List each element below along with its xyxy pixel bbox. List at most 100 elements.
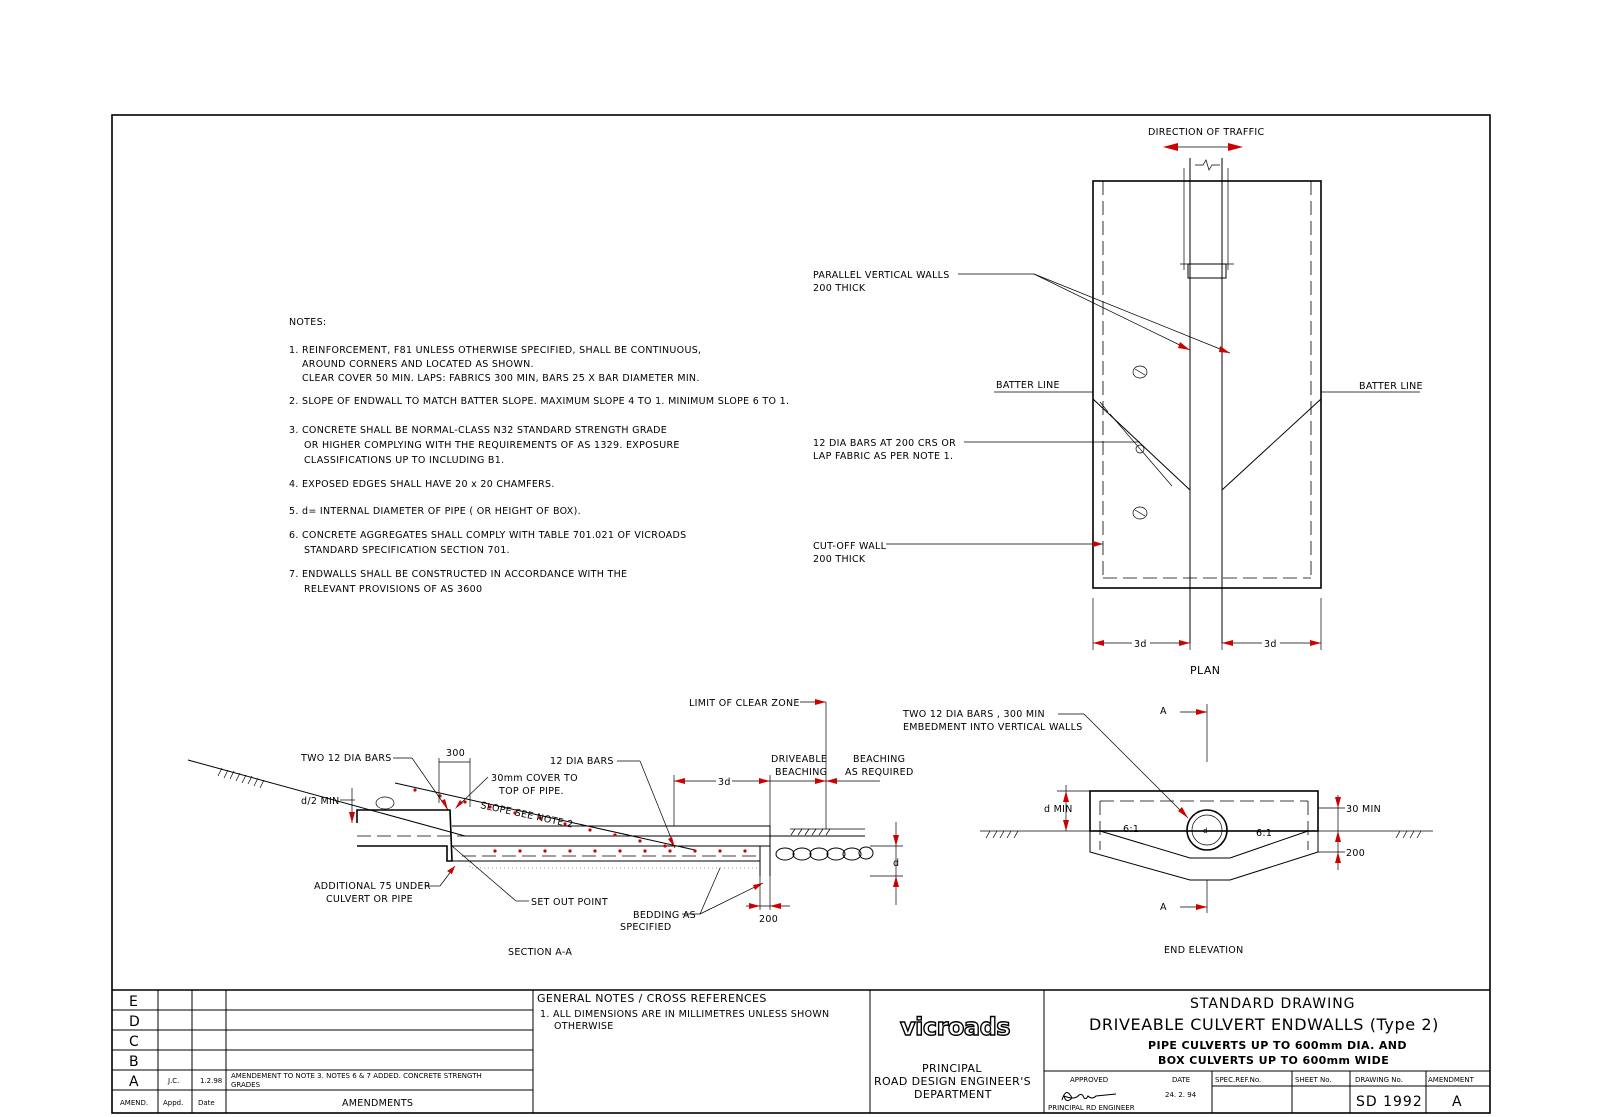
note-line: STANDARD SPECIFICATION SECTION 701. — [304, 545, 510, 556]
col-amend: AMEND. — [120, 1099, 148, 1107]
plan-dim-left: 3d — [1134, 639, 1147, 650]
note-line: 4. EXPOSED EDGES SHALL HAVE 20 x 20 CHAM… — [289, 479, 555, 490]
plan-bars-label-2: LAP FABRIC AS PER NOTE 1. — [813, 451, 953, 462]
ground-hatch — [217, 767, 265, 789]
plan-dim-right: 3d — [1264, 639, 1277, 650]
note-line: CLASSIFICATIONS UP TO INCLUDING B1. — [304, 455, 504, 466]
note-line: AROUND CORNERS AND LOCATED AS SHOWN. — [302, 359, 534, 370]
dept-label-2: ROAD DESIGN ENGINEER'S — [874, 1075, 1031, 1088]
end-bars-label: TWO 12 DIA BARS , 300 MIN — [902, 709, 1045, 720]
note-line: 3. CONCRETE SHALL BE NORMAL-CLASS N32 ST… — [289, 425, 667, 436]
cutoff-wall-thickness-label: 200 THICK — [813, 554, 866, 565]
amend-a-desc-2: GRADES — [231, 1081, 261, 1089]
plan-view: DIRECTION OF TRAFFIC — [813, 127, 1423, 677]
cutoff-wall-label: CUT-OFF WALL — [813, 541, 887, 552]
end-elevation-view: TWO 12 DIA BARS , 300 MIN EMBEDMENT INTO… — [902, 704, 1433, 956]
cover-label: 30mm COVER TO — [491, 773, 578, 784]
section-marker-a-bottom: A — [1160, 902, 1167, 913]
drawing-no-label: DRAWING No. — [1355, 1076, 1403, 1084]
two-bars-label: TWO 12 DIA BARS — [300, 753, 392, 764]
signature-image — [1061, 1092, 1117, 1102]
amend-a-desc: AMENDEMENT TO NOTE 3. NOTES 6 & 7 ADDED.… — [231, 1072, 482, 1080]
sheet-no-label: SHEET No. — [1295, 1076, 1332, 1084]
approved-label: APPROVED — [1070, 1076, 1108, 1084]
amend-a-by: J.C. — [167, 1077, 179, 1085]
arrow-left-icon — [1163, 143, 1178, 151]
set-out-point-label: SET OUT POINT — [531, 897, 608, 908]
beaching-required-label: BEACHING — [853, 754, 905, 765]
section-title: SECTION A-A — [508, 947, 572, 958]
amend-letter: E — [129, 994, 139, 1010]
col-appd: Appd. — [163, 1099, 183, 1107]
batter-line-left-label: BATTER LINE — [996, 380, 1060, 391]
bedding-layer — [469, 860, 761, 869]
pipe-circle — [1186, 809, 1228, 851]
min-30-label: 30 MIN — [1346, 804, 1381, 815]
note-line: 5. d= INTERNAL DIAMETER OF PIPE ( OR HEI… — [289, 506, 581, 517]
driveable-beaching-label: DRIVEABLE — [771, 754, 827, 765]
plan-bars-label: 12 DIA BARS AT 200 CRS OR — [813, 438, 956, 449]
cover-label-2: TOP OF PIPE. — [498, 786, 564, 797]
arrow-right-icon — [1228, 143, 1243, 151]
bedding-label: BEDDING AS — [633, 910, 696, 921]
drawing-number: SD 1992 — [1356, 1094, 1423, 1110]
batter-line-right-label: BATTER LINE — [1359, 381, 1423, 392]
end-elevation-title: END ELEVATION — [1164, 945, 1243, 956]
amend-letter: C — [129, 1034, 140, 1050]
limit-clear-zone-label: LIMIT OF CLEAR ZONE — [689, 698, 800, 709]
section-dim-3d: 3d — [718, 777, 731, 788]
driveable-beaching-label-2: BEACHING — [775, 767, 827, 778]
parallel-walls-thickness-label: 200 THICK — [813, 283, 866, 294]
section-dim-d: d — [893, 858, 899, 869]
dept-label-1: PRINCIPAL — [922, 1062, 982, 1075]
drawing-subtitle-2: BOX CULVERTS UP TO 600mm WIDE — [1158, 1054, 1389, 1067]
beaching-stones — [775, 846, 874, 861]
vicroads-logo: vicroads — [900, 1013, 1010, 1041]
dept-label-3: DEPARTMENT — [914, 1088, 992, 1101]
col-amendments: AMENDMENTS — [342, 1098, 413, 1109]
note-line: OR HIGHER COMPLYING WITH THE REQUIREMENT… — [304, 440, 680, 451]
general-note-1: 1. ALL DIMENSIONS ARE IN MILLIMETRES UNL… — [540, 1009, 829, 1020]
parallel-walls-label: PARALLEL VERTICAL WALLS — [813, 270, 950, 281]
end-bars-label-2: EMBEDMENT INTO VERTICAL WALLS — [903, 722, 1083, 733]
date-label: DATE — [1172, 1076, 1190, 1084]
note-line: CLEAR COVER 50 MIN. LAPS: FABRICS 300 MI… — [302, 373, 700, 384]
amend-letter: A — [129, 1074, 140, 1090]
general-notes-title: GENERAL NOTES / CROSS REFERENCES — [537, 992, 767, 1005]
section-marker-a-top: A — [1160, 706, 1167, 717]
additional-75-label: ADDITIONAL 75 UNDER — [314, 881, 431, 892]
slope-right-label: 6:1 — [1256, 828, 1272, 839]
note-line: RELEVANT PROVISIONS OF AS 3600 — [304, 584, 482, 595]
notes-title: NOTES: — [289, 317, 326, 328]
section-a-a-view: LIMIT OF CLEAR ZONE TWO 12 DIA BARS 300 … — [187, 698, 914, 958]
note-line: 1. REINFORCEMENT, F81 UNLESS OTHERWISE S… — [289, 345, 701, 356]
d-min-label: d MIN — [1044, 804, 1073, 815]
amendment-label: AMENDMENT — [1428, 1076, 1475, 1084]
section-dim-200: 200 — [759, 914, 778, 925]
standard-drawing-label: STANDARD DRAWING — [1190, 996, 1356, 1012]
title-block: E D C B A J.C. 1.2.98 AMENDEMENT TO NOTE… — [112, 989, 1490, 1113]
d2-min-label: d/2 MIN — [301, 796, 340, 807]
dim-300-label: 300 — [446, 748, 465, 759]
reinforcement-dots — [413, 788, 747, 853]
amend-letter: D — [129, 1014, 141, 1030]
amend-a-date: 1.2.98 — [200, 1077, 222, 1085]
approval-date: 24. 2. 94 — [1165, 1091, 1197, 1099]
note-line: 6. CONCRETE AGGREGATES SHALL COMPLY WITH… — [289, 530, 686, 541]
beaching-required-label-2: AS REQUIRED — [845, 767, 914, 778]
plan-title: PLAN — [1190, 664, 1220, 677]
end-pipe-d: d — [1203, 827, 1207, 835]
ground-hatch-right — [790, 828, 831, 836]
drawing-main-title: DRIVEABLE CULVERT ENDWALLS (Type 2) — [1089, 1015, 1439, 1034]
bars-12-label: 12 DIA BARS — [550, 756, 614, 767]
col-date: Date — [198, 1099, 215, 1107]
drawing-subtitle-1: PIPE CULVERTS UP TO 600mm DIA. AND — [1148, 1039, 1407, 1052]
amend-letter: B — [129, 1054, 140, 1070]
additional-75-label-2: CULVERT OR PIPE — [326, 894, 413, 905]
signer-title: PRINCIPAL RD ENGINEER — [1048, 1104, 1135, 1112]
slope-left-label: 6:1 — [1123, 824, 1139, 835]
notes-block: NOTES: 1. REINFORCEMENT, F81 UNLESS OTHE… — [289, 317, 789, 595]
end-dim-200: 200 — [1346, 848, 1365, 859]
note-line: 2. SLOPE OF ENDWALL TO MATCH BATTER SLOP… — [289, 396, 789, 407]
